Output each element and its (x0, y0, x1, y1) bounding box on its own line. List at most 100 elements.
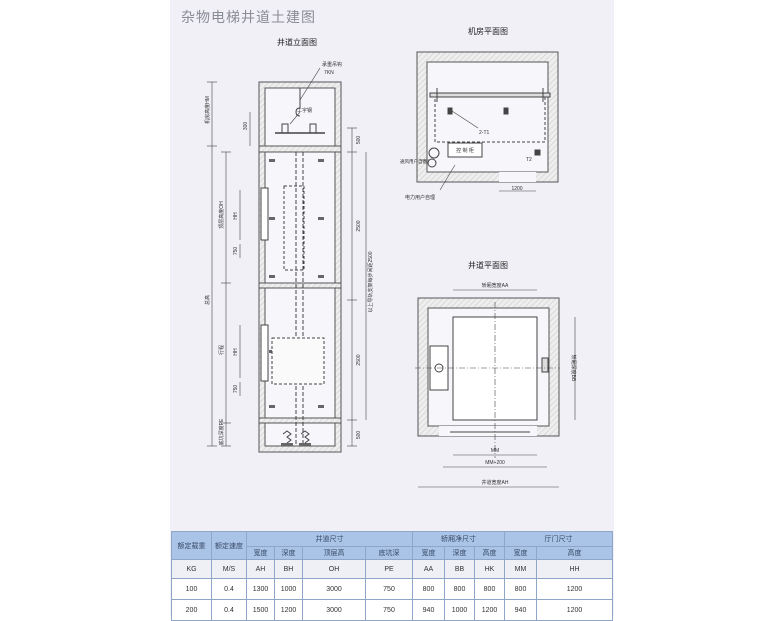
t1-marker (447, 107, 453, 115)
sub-header: 深度 (444, 546, 475, 560)
sub-header: 高度 (474, 546, 505, 560)
hh-label-lower: HH (233, 348, 239, 356)
machine-base-right (309, 123, 317, 134)
control-cabinet (447, 142, 483, 158)
right-dimensions (347, 127, 367, 447)
dim-2500-upper: 2500 (356, 220, 362, 231)
table-cell: 0.4 (211, 599, 247, 621)
t1-leader (451, 110, 479, 129)
dim-500-upper: 500 (356, 136, 362, 145)
machine-beam (429, 92, 551, 98)
table-row: 100 0.4 1300 1000 3000 750 800 800 800 8… (171, 578, 613, 600)
vent-circle (428, 147, 440, 159)
hook-leader (299, 67, 321, 101)
table-cell: 1500 (246, 599, 275, 621)
travel-label: 行程 (218, 345, 225, 355)
hook-curve (295, 107, 301, 117)
total-height-label: 总高 (204, 295, 211, 305)
table-cell: 0.4 (211, 578, 247, 600)
machine-room-plan: 机房平面图 (416, 26, 559, 192)
shaft-plan-labels: 轿厢宽度AA 轿厢深度BB MM MM+200 井道宽度AH (482, 282, 577, 486)
load-label: 7KN (324, 70, 334, 76)
left-dimensions (207, 81, 251, 447)
counterweight (283, 185, 305, 271)
header-car-size: 轿厢净尺寸 (412, 531, 505, 547)
dim-300: 300 (243, 122, 249, 131)
table-group-header: 额定载重 额定速度 井道尺寸 轿厢净尺寸 厅门尺寸 (171, 531, 613, 560)
shaft-plan-title: 井道平面图 (468, 260, 508, 270)
unit-cell: BH (274, 559, 303, 579)
dim-1200: 1200 (511, 186, 522, 192)
mm200-label: MM+200 (485, 460, 505, 466)
sub-header: 宽度 (246, 546, 275, 560)
table-cell: 1200 (536, 599, 613, 621)
table-cell: 1000 (444, 599, 475, 621)
sub-header: 宽度 (504, 546, 537, 560)
t2-marker (534, 149, 541, 156)
table-cell: 800 (444, 578, 475, 600)
sub-header: 宽度 (412, 546, 445, 560)
machine-floor-slab (258, 145, 342, 153)
mm-label: MM (491, 448, 499, 454)
table-cell: 200 (171, 599, 212, 621)
table-cell: 940 (504, 599, 537, 621)
floor-slab-lower (258, 417, 342, 424)
shaft-plan: 井道平面图 (415, 260, 576, 488)
shaft-width-label: 井道宽度AH (482, 479, 509, 486)
cabinet-label: 控 制 柜 (456, 147, 474, 154)
machine-room-inner (426, 61, 549, 173)
machine-room-title: 机房平面图 (468, 26, 508, 36)
sub-header: 底坑深 (365, 546, 413, 560)
hook-label: 承重吊钩 (322, 61, 342, 68)
unit-cell: HH (536, 559, 613, 579)
table-row: 200 0.4 1500 1200 3000 750 940 1000 1200… (171, 599, 613, 621)
unit-cell: MM (504, 559, 537, 579)
elevation-labels: 承重吊钩 7KN 工字钢 机房高度HM 顶层高度OH 总高 行程 底坑深度PE … (204, 61, 374, 445)
header-shaft-size: 井道尺寸 (246, 531, 413, 547)
car-depth-label: 轿厢深度BB (570, 355, 577, 382)
table-cell: 3000 (302, 599, 366, 621)
shaft-inner (264, 87, 336, 447)
table-units-row: KG M/S AH BH OH PE AA BB HK MM HH (171, 559, 613, 579)
sub-header: 顶层高 (302, 546, 366, 560)
table-cell: 800 (474, 578, 505, 600)
header-rated-speed: 额定速度 (211, 531, 247, 560)
dim-750-lower: 750 (233, 385, 239, 394)
table-cell: 940 (412, 599, 445, 621)
machine-height-label: 机房高度HM (204, 96, 211, 124)
table-cell: 800 (504, 578, 537, 600)
rail-note: 以上导轨支架每步间距2500 (367, 251, 374, 312)
power-label: 电力用户自理 (405, 194, 435, 201)
table-cell: 1000 (274, 578, 303, 600)
header-door-size: 厅门尺寸 (504, 531, 613, 547)
t1-label: 2-T1 (479, 130, 490, 136)
sub-header: 高度 (536, 546, 613, 560)
shaft-elevation: 井道立面图 (207, 37, 367, 453)
table-cell: 3000 (302, 578, 366, 600)
unit-cell: PE (365, 559, 413, 579)
entry-label: 通风用户自备 (400, 158, 427, 165)
hh-label-upper: HH (233, 212, 239, 220)
table-cell: 1200 (474, 599, 505, 621)
unit-cell: M/S (211, 559, 247, 579)
table-sub-header: 宽度 深度 顶层高 底坑深 宽度 深度 高度 宽度 高度 (172, 546, 613, 560)
unit-cell: KG (171, 559, 212, 579)
ibeam-label: 工字钢 (297, 107, 312, 114)
table-cell: 100 (171, 578, 212, 600)
dim-2500-lower: 2500 (356, 354, 362, 365)
elevator-car (271, 337, 325, 385)
unit-cell: HK (474, 559, 505, 579)
car-width-label: 轿厢宽度AA (482, 282, 509, 289)
rail-right (541, 357, 549, 373)
civil-drawing: 井道立面图 (204, 26, 577, 488)
unit-cell: BB (444, 559, 475, 579)
elevation-title: 井道立面图 (277, 37, 317, 47)
landing-door-upper (260, 187, 269, 241)
landing-door-lower (260, 324, 269, 382)
machine-base-left (281, 123, 289, 134)
door-opening (499, 172, 536, 182)
unit-cell: AA (412, 559, 445, 579)
floor-slab-upper (258, 282, 342, 289)
table-cell: 750 (365, 578, 413, 600)
dim-500-lower: 500 (356, 431, 362, 440)
